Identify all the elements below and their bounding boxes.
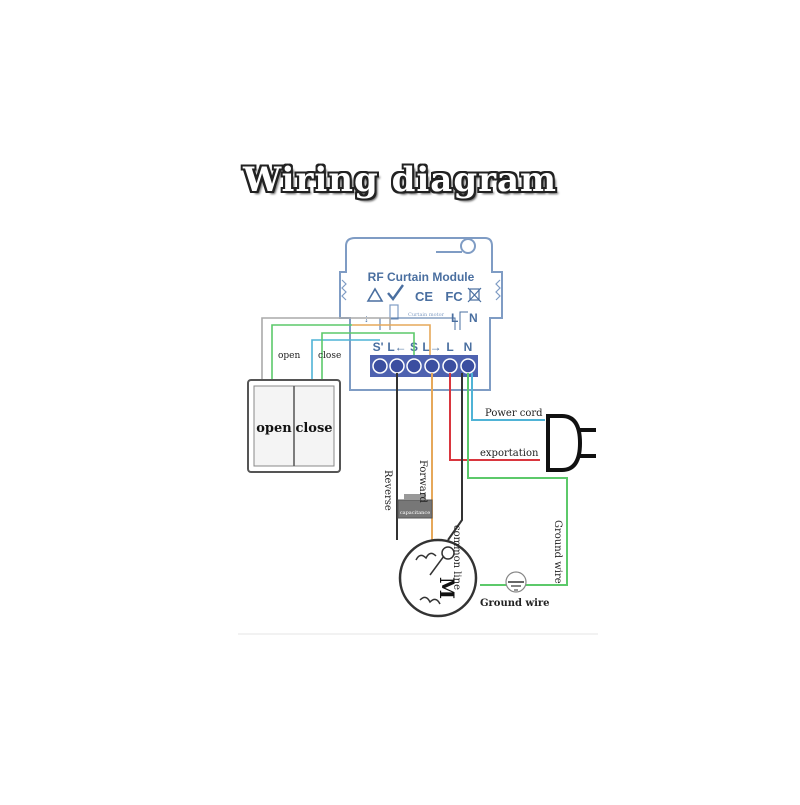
weee-bin-icon — [467, 287, 482, 303]
diagram-title: Wiring diagram — [242, 160, 558, 200]
terminal-label: L← — [387, 340, 406, 354]
mount-hole-icon — [460, 238, 476, 254]
rf-curtain-module: RF Curtain Module CE FC Curtain motor ⇣ … — [339, 237, 503, 391]
check-icon — [387, 284, 404, 301]
terminal-label: N — [464, 340, 473, 354]
terminal-screw — [372, 358, 388, 374]
ground-icon — [505, 571, 527, 593]
wire-label-exportation: exportation — [480, 448, 539, 459]
wire-label-reverse: Reverse — [382, 470, 393, 511]
motor: M — [398, 538, 478, 618]
terminal-screw — [406, 358, 422, 374]
switch-wires — [261, 317, 431, 380]
wire-label-ground-bottom: Ground wire — [480, 598, 550, 609]
terminal-label: L→ — [422, 340, 441, 354]
switch-open-label: open — [256, 421, 292, 436]
terminal-screw — [442, 358, 458, 374]
wall-switch: open close — [247, 379, 341, 473]
capacitor-label: capacitance — [400, 510, 430, 516]
ce-mark: CE — [415, 289, 433, 304]
wire-label-common-line: common line — [451, 525, 462, 590]
capacitor: capacitance — [397, 494, 433, 519]
wire-label-power-cord: Power cord — [485, 408, 543, 419]
antenna-icon: ⇣ — [363, 315, 370, 324]
motor-label: M — [435, 577, 459, 599]
upper-terminal-l: L — [451, 311, 458, 325]
wire-label-close: close — [318, 351, 341, 361]
fc-mark: FC — [445, 289, 463, 304]
thermal-protector-icon — [441, 546, 455, 560]
terminal-screw — [389, 358, 405, 374]
terminal-label: S' — [373, 340, 384, 354]
upper-terminal-n: N — [469, 311, 478, 325]
wire-label-ground-vertical: Ground wire — [552, 520, 563, 584]
module-small-text: Curtain motor — [408, 312, 445, 318]
warning-icon — [366, 287, 384, 302]
terminal-label: L — [446, 340, 453, 354]
module-name: RF Curtain Module — [368, 270, 475, 284]
wire-label-open: open — [278, 351, 301, 361]
terminal-screw — [424, 358, 440, 374]
power-plug-icon — [546, 414, 596, 472]
wire-label-forward: Forward — [417, 460, 428, 503]
terminal-screw — [460, 358, 476, 374]
switch-close-label: close — [295, 421, 332, 436]
